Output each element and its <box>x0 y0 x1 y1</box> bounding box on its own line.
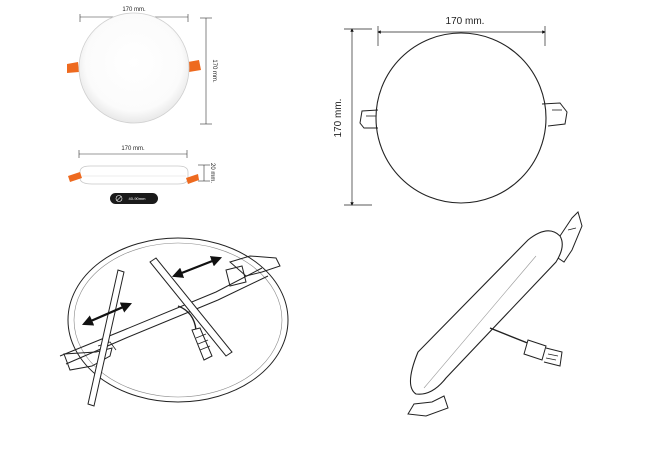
side-view-height-label: 20 mm. <box>209 163 215 183</box>
top-view-height-label: 170 mm. <box>211 59 217 83</box>
top-view-width-label: 170 mm. <box>122 7 146 13</box>
outline-height-label: 170 mm. <box>333 99 344 138</box>
install-view <box>59 237 289 407</box>
side-right-clip <box>186 174 199 184</box>
side-view-width-label: 170 mm. <box>121 146 145 152</box>
top-view-panel: 170 mm. 170 mm. <box>67 7 217 125</box>
left-clip <box>67 62 79 73</box>
cutout-badge <box>110 193 158 204</box>
cutout-label: 40-90mm <box>129 196 147 201</box>
side-view-panel: 170 mm. 20 mm. 40-90mm <box>68 146 215 204</box>
right-clip <box>188 60 201 72</box>
outline-view <box>344 26 568 206</box>
side-left-clip <box>68 172 82 182</box>
adjust-arrows <box>81 256 223 326</box>
tilted-view <box>407 211 583 417</box>
outline-width-label: 170 mm. <box>446 16 485 27</box>
